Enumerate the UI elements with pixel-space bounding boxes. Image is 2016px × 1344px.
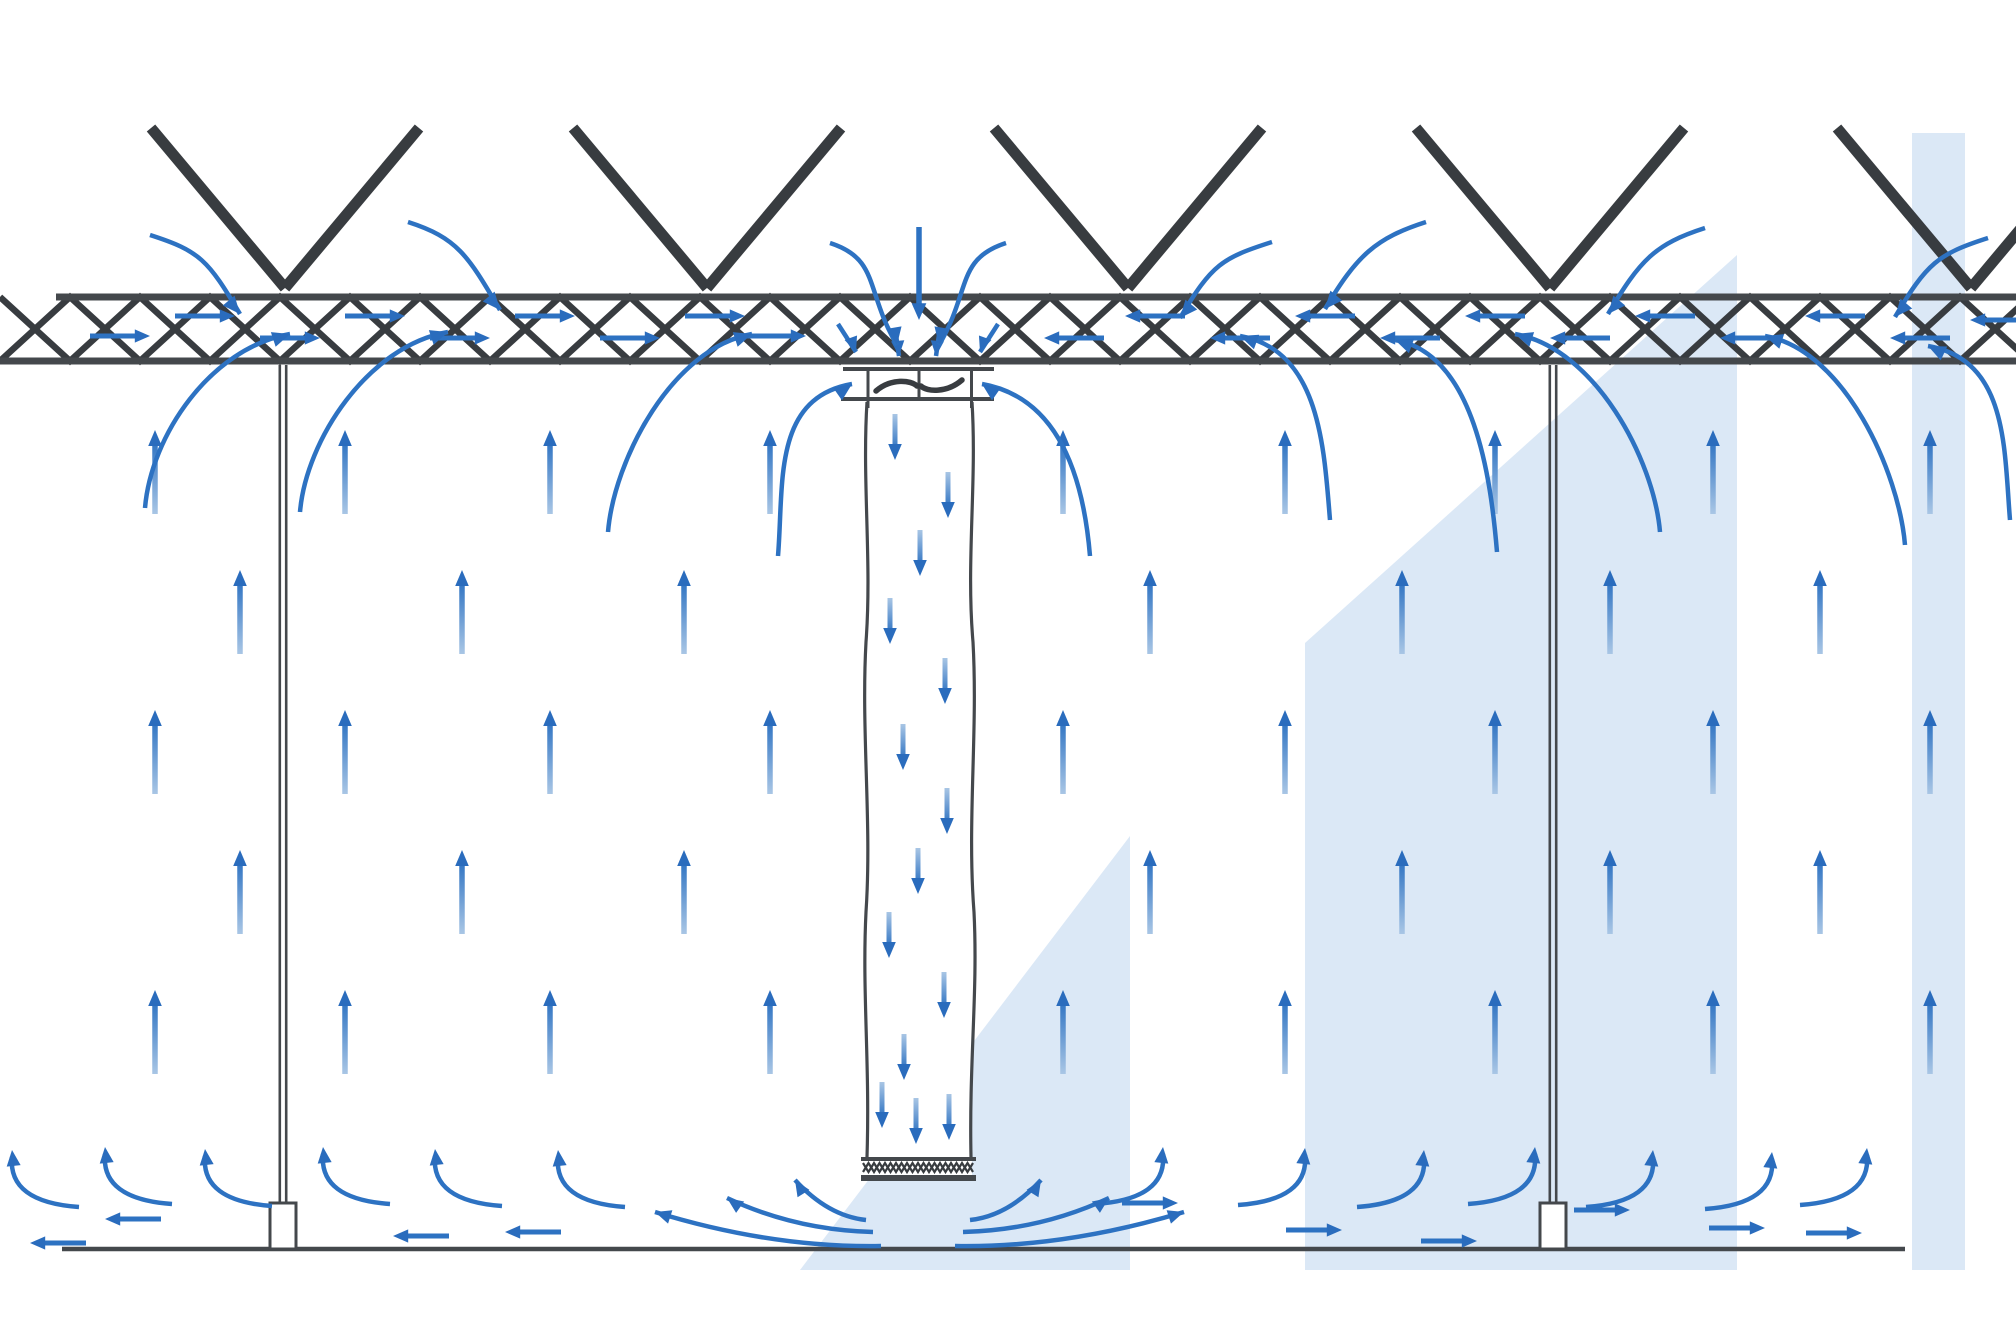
- up-arrow: [148, 430, 162, 514]
- fabric-duct-interior: [867, 362, 972, 1177]
- up-arrow: [148, 710, 162, 794]
- up-arrow: [677, 570, 691, 654]
- up-arrow: [455, 570, 469, 654]
- up-arrow: [233, 850, 247, 934]
- down-arrow: [896, 724, 910, 770]
- up-arrow: [1813, 570, 1827, 654]
- up-arrow: [1278, 430, 1292, 514]
- up-arrow: [338, 710, 352, 794]
- down-arrow: [883, 598, 897, 644]
- up-arrow: [677, 850, 691, 934]
- fan-intake-arrow: [911, 227, 927, 320]
- duct-down-arrows: [875, 414, 956, 1144]
- roof-trusses: [146, 124, 2016, 292]
- column-base-plate: [1538, 1201, 1568, 1251]
- up-arrow: [543, 710, 557, 794]
- fan-blade-right: [918, 377, 965, 393]
- down-arrow: [937, 972, 951, 1018]
- down-arrow: [875, 1082, 889, 1128]
- fan-blade-left: [873, 378, 920, 394]
- down-arrow: [941, 472, 955, 518]
- fabric-duct: [863, 401, 977, 1158]
- up-arrow: [1488, 990, 1502, 1074]
- down-arrow: [911, 848, 925, 894]
- duct-outlet-grille: [861, 1157, 976, 1181]
- light-shaft-far-right: [1912, 133, 1965, 1270]
- up-arrow: [763, 710, 777, 794]
- down-arrow: [913, 530, 927, 576]
- outlet-spread-curves: [654, 1178, 1185, 1249]
- up-arrow: [1706, 710, 1720, 794]
- up-arrow: [543, 430, 557, 514]
- up-arrow: [1488, 710, 1502, 794]
- up-arrow: [763, 430, 777, 514]
- up-arrow: [1706, 430, 1720, 514]
- light-shaft-right: [1305, 255, 1737, 1270]
- up-arrow: [1488, 430, 1502, 514]
- down-arrow: [909, 1098, 923, 1144]
- support-columns: [268, 365, 1568, 1251]
- up-arrow: [1143, 570, 1157, 654]
- up-arrow: [1278, 990, 1292, 1074]
- up-arrow: [1143, 850, 1157, 934]
- up-arrow: [1923, 990, 1937, 1074]
- up-arrow: [1923, 430, 1937, 514]
- up-arrow: [148, 990, 162, 1074]
- floor-turn-up-curves: [6, 1147, 1873, 1212]
- up-arrow: [1923, 710, 1937, 794]
- up-arrow: [1603, 570, 1617, 654]
- up-arrow: [1813, 850, 1827, 934]
- down-arrow: [940, 788, 954, 834]
- ceiling-lattice-truss: [0, 292, 2016, 366]
- floor-horizontal-arrows: [30, 1196, 1862, 1250]
- up-arrow: [763, 990, 777, 1074]
- up-arrow: [1056, 710, 1070, 794]
- up-arrow: [233, 570, 247, 654]
- down-arrow: [897, 1034, 911, 1080]
- column-base-plate: [268, 1201, 298, 1251]
- up-arrow: [338, 430, 352, 514]
- up-arrow: [1278, 710, 1292, 794]
- up-arrow: [1056, 990, 1070, 1074]
- ceiling-inflow-curves: [142, 329, 2013, 557]
- down-arrow: [888, 414, 902, 460]
- up-arrow: [1395, 570, 1409, 654]
- up-arrow: [338, 990, 352, 1074]
- roof-dive-curves: [149, 219, 1989, 347]
- up-arrow: [543, 990, 557, 1074]
- up-arrow: [1603, 850, 1617, 934]
- up-arrow: [1395, 850, 1409, 934]
- destratification-fan: [841, 367, 994, 408]
- up-arrow: [1706, 990, 1720, 1074]
- down-arrow: [882, 912, 896, 958]
- down-arrow: [942, 1094, 956, 1140]
- down-arrow: [938, 658, 952, 704]
- rising-air-arrows: [148, 430, 1937, 1074]
- up-arrow: [455, 850, 469, 934]
